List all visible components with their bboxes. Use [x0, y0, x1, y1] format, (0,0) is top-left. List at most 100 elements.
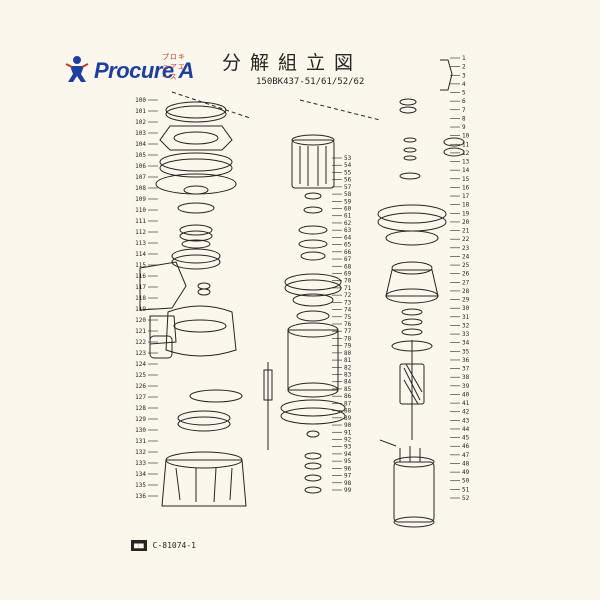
part-number-label: 24: [462, 253, 470, 260]
part-number-label: 62: [344, 220, 352, 227]
part-number-label: 8: [462, 115, 466, 122]
procure-a-logo[interactable]: Procure A プロキュアエース: [62, 53, 194, 84]
part-number-label: 59: [344, 198, 352, 205]
part-number-label: 101: [135, 108, 146, 115]
part-number-label: 35: [462, 348, 470, 355]
part-number-label: 74: [344, 307, 352, 314]
part-number-label: 112: [135, 229, 146, 236]
part-number-label: 2: [462, 64, 466, 71]
part-number-label: 48: [462, 460, 470, 467]
cable-part: [440, 59, 453, 91]
part-number-label: 100: [135, 97, 146, 104]
part-number-label: 118: [135, 295, 146, 302]
part-number-label: 86: [344, 393, 352, 400]
part-number-label: 120: [135, 317, 146, 324]
part-number-label: 30: [462, 305, 470, 312]
flange-ring-part: [159, 152, 233, 172]
part-number-label: 89: [344, 415, 352, 422]
part-number-label: 4: [462, 81, 466, 88]
part-number-label: 136: [135, 493, 146, 500]
part-number-label: 14: [462, 167, 470, 174]
part-number-label: 57: [344, 184, 352, 191]
part-number-label: 39: [462, 383, 470, 390]
part-number-label: 65: [344, 242, 352, 249]
part-number-label: 27: [462, 279, 470, 286]
part-number-label: 91: [344, 429, 352, 436]
part-number-label: 126: [135, 383, 146, 390]
part-number-label: 104: [135, 141, 146, 148]
part-number-label: 13: [462, 159, 470, 166]
part-number-label: 79: [344, 343, 352, 350]
stator-coil-part: [393, 461, 435, 523]
part-number-label: 60: [344, 206, 352, 213]
logo-brand-text: Procure A: [94, 58, 194, 83]
part-number-label: 125: [135, 372, 146, 379]
motor-housing-part: [287, 329, 339, 391]
part-number-label: 92: [344, 436, 352, 443]
part-number-label: 75: [344, 314, 352, 321]
part-number-label: 51: [462, 486, 470, 493]
stamp-label: ■■: [131, 540, 147, 551]
part-number-label: 106: [135, 163, 146, 170]
part-number-label: 121: [135, 328, 146, 335]
part-number-label: 99: [344, 487, 352, 494]
part-number-label: 56: [344, 177, 352, 184]
part-number-label: 122: [135, 339, 146, 346]
part-number-label: 90: [344, 422, 352, 429]
stator-frame-part: [291, 139, 335, 189]
part-number-label: 72: [344, 292, 352, 299]
part-number-label: 109: [135, 196, 146, 203]
drawing-number: C-81074-1: [152, 541, 196, 550]
part-number-label: 117: [135, 284, 146, 291]
part-number-label: 42: [462, 409, 470, 416]
part-number-label: 94: [344, 451, 352, 458]
part-number-label: 73: [344, 299, 352, 306]
part-number-label: 107: [135, 174, 146, 181]
part-number-label: 20: [462, 219, 470, 226]
part-number-label: 3: [462, 72, 466, 79]
part-number-label: 119: [135, 306, 146, 313]
part-number-label: 9: [462, 124, 466, 131]
part-number-label: 108: [135, 185, 146, 192]
part-number-label: 131: [135, 438, 146, 445]
part-number-label: 96: [344, 465, 352, 472]
part-number-label: 76: [344, 321, 352, 328]
part-number-label: 31: [462, 314, 470, 321]
lower-flange-part: [280, 399, 346, 417]
drawing-title: 分解組立図: [222, 52, 363, 74]
part-number-label: 40: [462, 391, 470, 398]
part-number-label: 85: [344, 386, 352, 393]
part-number-label: 33: [462, 331, 470, 338]
part-number-label: 82: [344, 364, 352, 371]
part-number-label: 83: [344, 372, 352, 379]
part-number-label: 116: [135, 273, 146, 280]
part-number-label: 113: [135, 240, 146, 247]
part-number-label: 68: [344, 263, 352, 270]
part-number-label: 26: [462, 271, 470, 278]
part-number-label: 70: [344, 278, 352, 285]
part-number-label: 18: [462, 202, 470, 209]
part-number-label: 32: [462, 322, 470, 329]
part-number-label: 128: [135, 405, 146, 412]
part-number-label: 6: [462, 98, 466, 105]
model-number: 150BK437-51/61/52/62: [256, 77, 365, 87]
part-number-label: 130: [135, 427, 146, 434]
part-number-label: 58: [344, 191, 352, 198]
part-number-label: 78: [344, 335, 352, 342]
part-number-label: 132: [135, 449, 146, 456]
part-number-label: 38: [462, 374, 470, 381]
part-number-label: 123: [135, 350, 146, 357]
part-number-label: 127: [135, 394, 146, 401]
strainer-stand-part: [161, 459, 247, 507]
bracket-part: [284, 273, 342, 291]
part-number-label: 25: [462, 262, 470, 269]
part-number-label: 93: [344, 444, 352, 451]
part-number-label: 105: [135, 152, 146, 159]
part-number-label: 80: [344, 350, 352, 357]
part-number-label: 66: [344, 249, 352, 256]
part-number-label: 12: [462, 150, 470, 157]
part-number-label: 134: [135, 471, 146, 478]
part-number-label: 19: [462, 210, 470, 217]
part-number-label: 63: [344, 227, 352, 234]
